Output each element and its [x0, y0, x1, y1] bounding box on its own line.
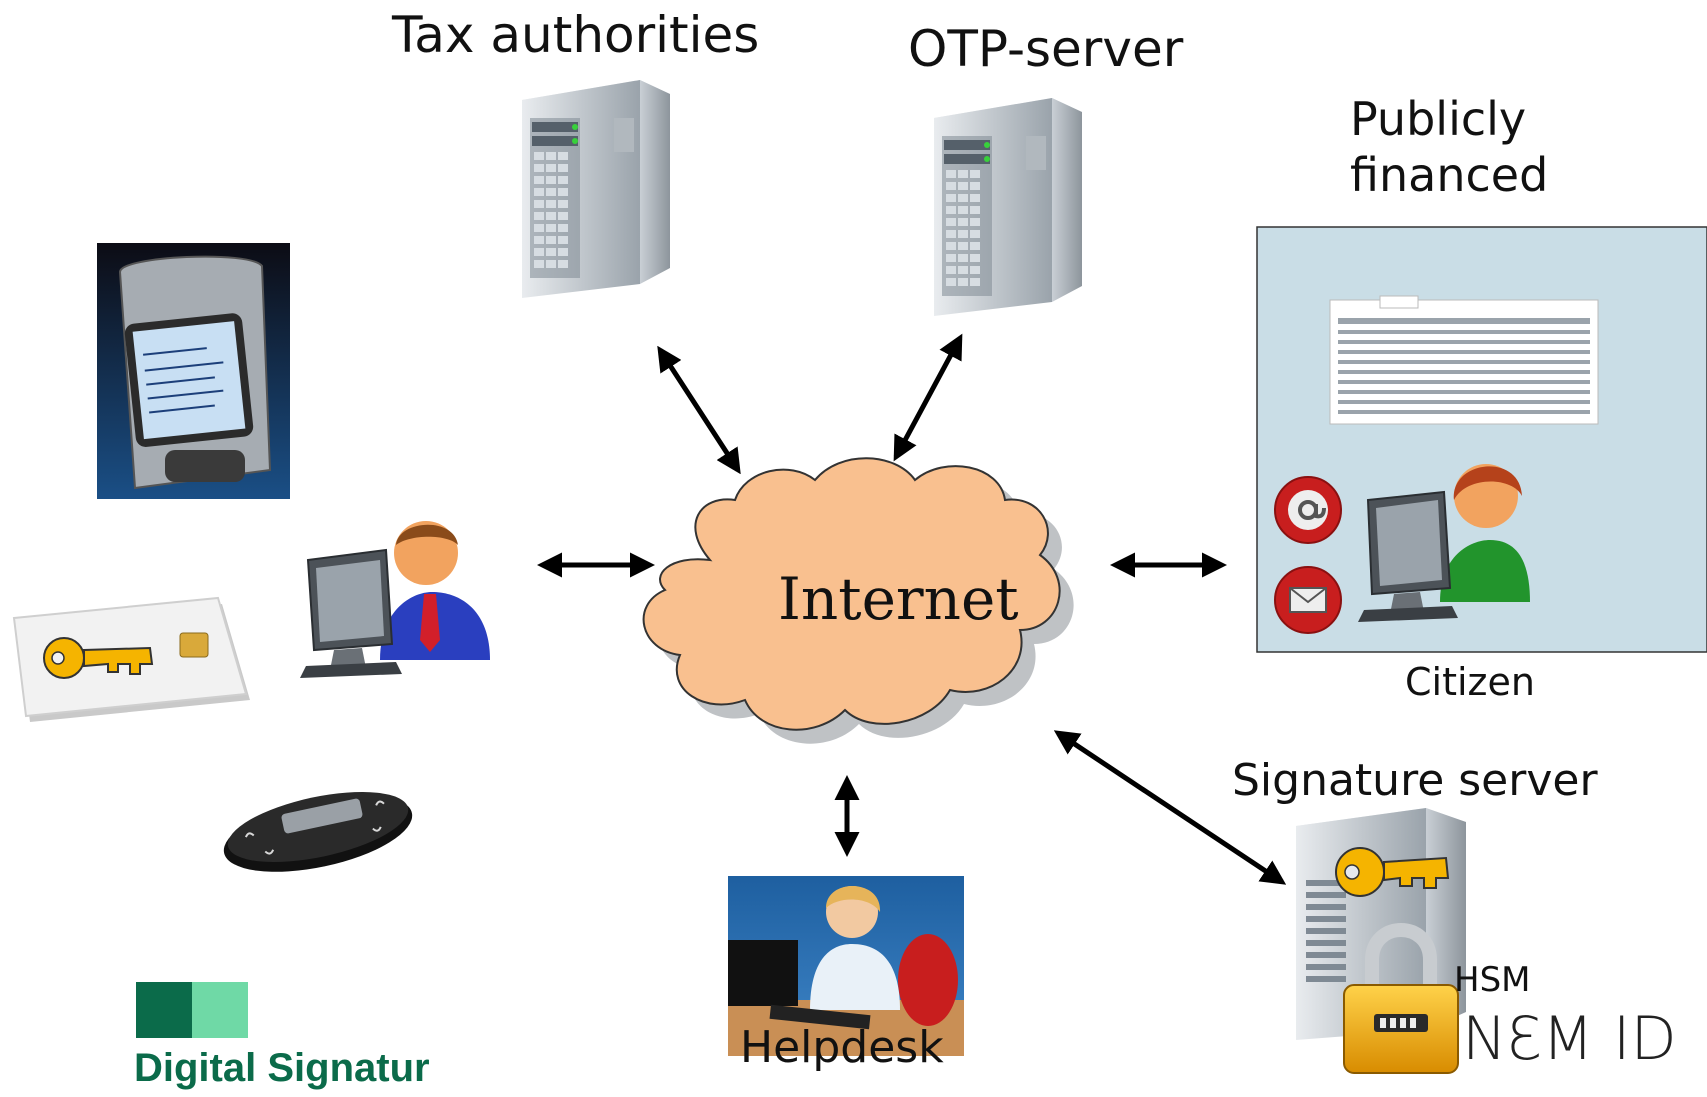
envelope-icon [1274, 566, 1342, 634]
arrow-tax-internet [657, 345, 741, 475]
connection-arrows [537, 333, 1287, 885]
hsm-label: HSM [1454, 960, 1531, 1000]
smart-card-icon [12, 596, 250, 722]
otp-server-icon [934, 98, 1082, 316]
arrow-otp-internet [893, 333, 963, 462]
arrow-signature-internet [1053, 730, 1287, 885]
email-at-icon [1274, 476, 1342, 544]
citizen-label: Citizen [1405, 660, 1535, 704]
key-icon [1335, 847, 1450, 897]
business-user-icon [300, 521, 490, 678]
key-icon [43, 637, 154, 679]
tax-server-icon [522, 80, 670, 298]
tax-authorities-label: Tax authorities [392, 6, 760, 64]
citizen-user-icon [1358, 464, 1530, 622]
otp-server-label: OTP-server [908, 20, 1184, 78]
internet-cloud [642, 457, 1074, 744]
code-card-icon [1329, 295, 1599, 425]
nemid-logo-text: NƐM ID [1462, 1004, 1677, 1074]
signature-server-icon [1296, 808, 1466, 1074]
mobile-phone-icon [97, 243, 290, 499]
publicly-financed-label-line1: Publicly [1350, 92, 1527, 146]
digital-signatur-logo-text: Digital Signatur [134, 1046, 430, 1090]
publicly-financed-label-line2: financed [1350, 148, 1549, 202]
digital-signatur-logo-mark [136, 982, 248, 1038]
citizen-panel [1256, 226, 1707, 653]
internet-label: Internet [778, 565, 1019, 633]
helpdesk-person-icon [728, 876, 964, 1056]
signature-server-label: Signature server [1232, 755, 1598, 806]
helpdesk-label: Helpdesk [740, 1022, 944, 1073]
otp-token-icon [223, 791, 413, 872]
padlock-icon [1343, 923, 1459, 1074]
